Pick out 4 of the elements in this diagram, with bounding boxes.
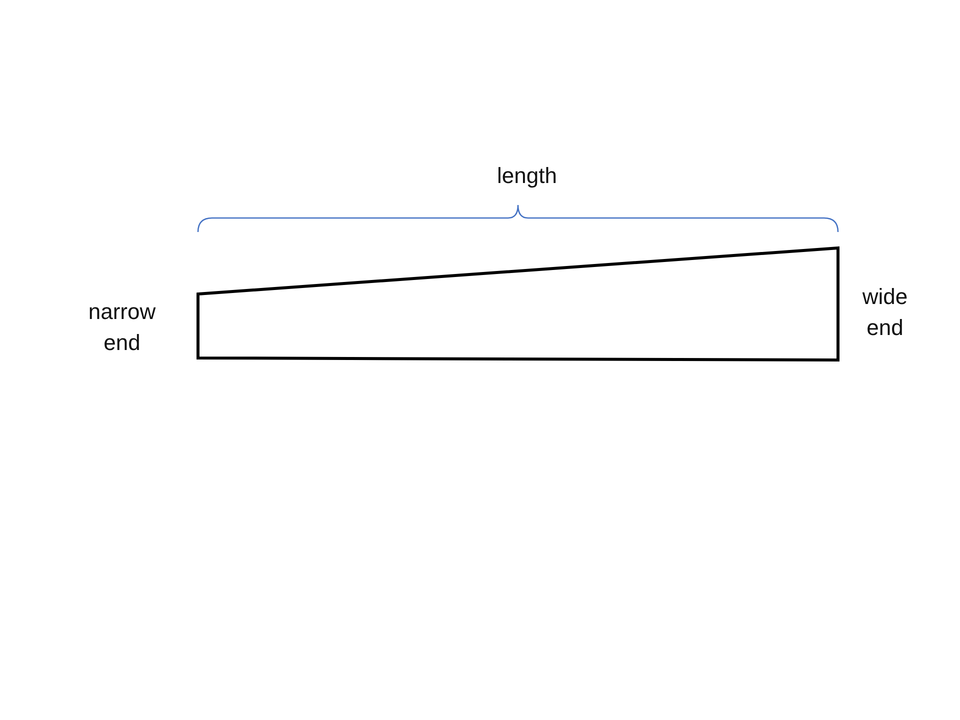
dimension-label: wide end [861,283,909,342]
wedge-shape [196,246,840,362]
dimension-label: length [496,162,558,190]
dimension-label: narrow end [87,298,157,357]
